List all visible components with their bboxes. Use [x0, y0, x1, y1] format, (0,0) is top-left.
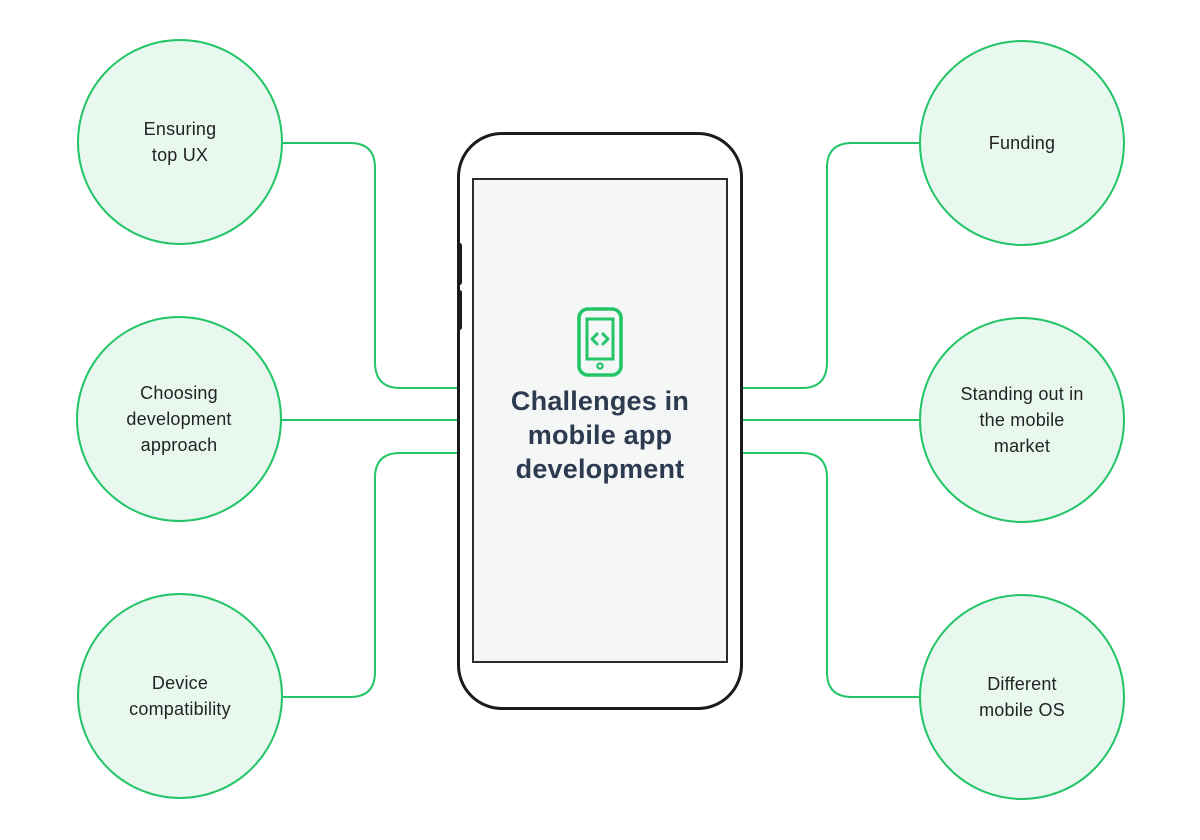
- node-standing-out-in-mobile-market: Standing out in the mobile market: [919, 317, 1125, 523]
- node-different-mobile-os: Different mobile OS: [919, 594, 1125, 800]
- mobile-code-icon: [577, 307, 623, 377]
- node-funding: Funding: [919, 40, 1125, 246]
- phone-frame: Challenges in mobile app development: [457, 132, 743, 710]
- node-label: Standing out in the mobile market: [960, 384, 1084, 456]
- node-device-compatibility: Device compatibility: [77, 593, 283, 799]
- node-label: Funding: [988, 133, 1056, 153]
- connector-left-bottom: [280, 452, 459, 698]
- diagram-title: Challenges in mobile app development: [510, 386, 690, 484]
- phone-screen: Challenges in mobile app development: [472, 178, 728, 663]
- connector-left-top: [280, 142, 459, 389]
- phone-side-button: [457, 243, 462, 285]
- phone-side-button: [457, 290, 462, 330]
- node-ensuring-top-ux: Ensuring top UX: [77, 39, 283, 245]
- node-label: Different mobile OS: [979, 674, 1065, 720]
- connector-right-top: [741, 142, 924, 389]
- node-label: Ensuring top UX: [143, 119, 217, 165]
- connector-right-bottom: [741, 452, 924, 698]
- node-label: Choosing development approach: [126, 383, 232, 455]
- node-choosing-development-approach: Choosing development approach: [76, 316, 282, 522]
- node-label: Device compatibility: [129, 673, 231, 719]
